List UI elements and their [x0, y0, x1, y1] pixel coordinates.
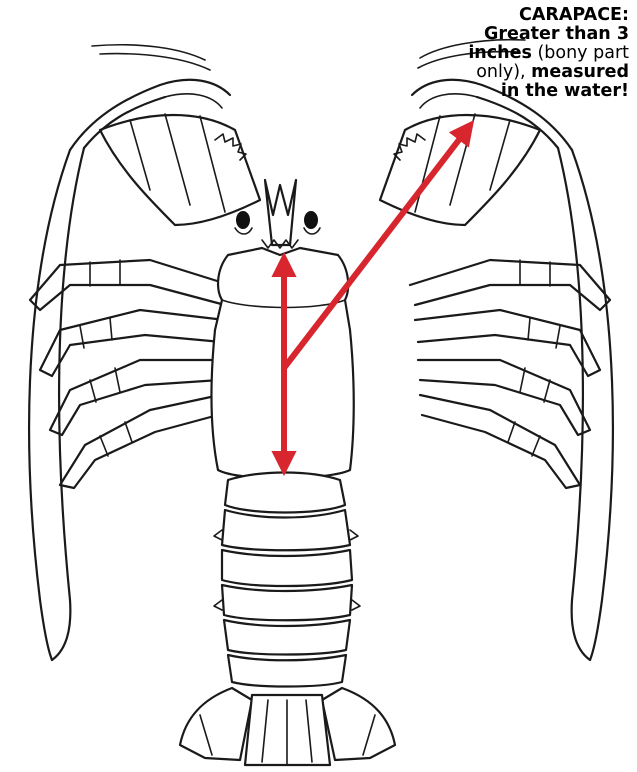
- eye-left: [236, 211, 250, 229]
- tail-fan: [180, 688, 395, 765]
- abdomen: [214, 473, 360, 687]
- antenna-right: [412, 80, 613, 660]
- eye-right: [304, 211, 318, 229]
- diagonal-measure-arrow: [284, 128, 468, 368]
- carapace-callout: CARAPACE: Greater than 3 inches (bony pa…: [429, 6, 629, 101]
- antenna-left: [29, 80, 230, 660]
- head: [235, 180, 320, 248]
- callout-line-2: Greater than 3: [484, 24, 629, 44]
- legs-right: [410, 260, 610, 488]
- callout-line-4-normal: only),: [476, 62, 531, 82]
- callout-line-4-bold: measured: [531, 62, 629, 82]
- callout-line-3-bold: inches: [468, 43, 532, 63]
- callout-heading: CARAPACE:: [519, 5, 629, 25]
- antenna-base-left: [100, 114, 260, 225]
- callout-line-3-normal: (bony part: [532, 43, 629, 63]
- callout-line-5: in the water!: [501, 81, 629, 101]
